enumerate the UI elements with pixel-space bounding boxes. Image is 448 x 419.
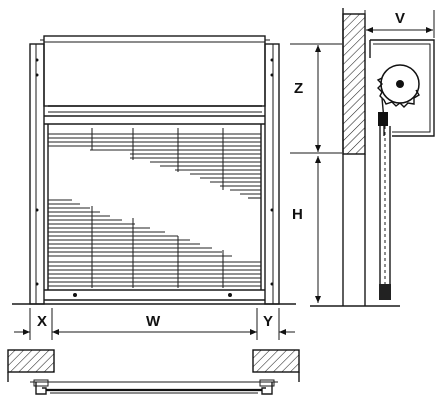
dimension-v	[364, 10, 435, 38]
bottom-bar-screw-right-icon	[228, 293, 232, 297]
side-guide-rail	[379, 126, 391, 300]
wall-section-hatched	[342, 13, 366, 155]
plan-section	[7, 349, 300, 395]
roller-box-housing	[40, 35, 270, 113]
front-elevation: X W Y	[12, 35, 296, 340]
left-wall-section	[7, 349, 55, 373]
bottom-bar-screw-left-icon	[73, 293, 77, 297]
dimension-y-label: Y	[263, 313, 273, 330]
dimension-z-label: Z	[294, 80, 303, 97]
bottom-bar-section-icon	[379, 284, 391, 300]
dimension-w-label: W	[146, 313, 161, 330]
right-wall-section	[252, 349, 300, 373]
side-section: V Z H	[290, 8, 435, 307]
left-guide-rail	[29, 43, 45, 305]
dimension-h-label: H	[292, 206, 303, 223]
right-guide-channel	[261, 382, 273, 395]
lower-slats	[48, 199, 261, 288]
side-roller-box	[369, 39, 435, 137]
shutter-frame	[44, 115, 265, 301]
dimension-v-label: V	[395, 10, 405, 27]
dimension-z	[290, 43, 342, 154]
width-dimensions	[14, 308, 295, 340]
dimension-x-label: X	[37, 313, 47, 330]
upper-slats	[48, 128, 261, 199]
box-exit-guide-icon	[378, 112, 388, 126]
left-guide-channel	[35, 382, 47, 395]
right-guide-rail	[264, 43, 280, 305]
